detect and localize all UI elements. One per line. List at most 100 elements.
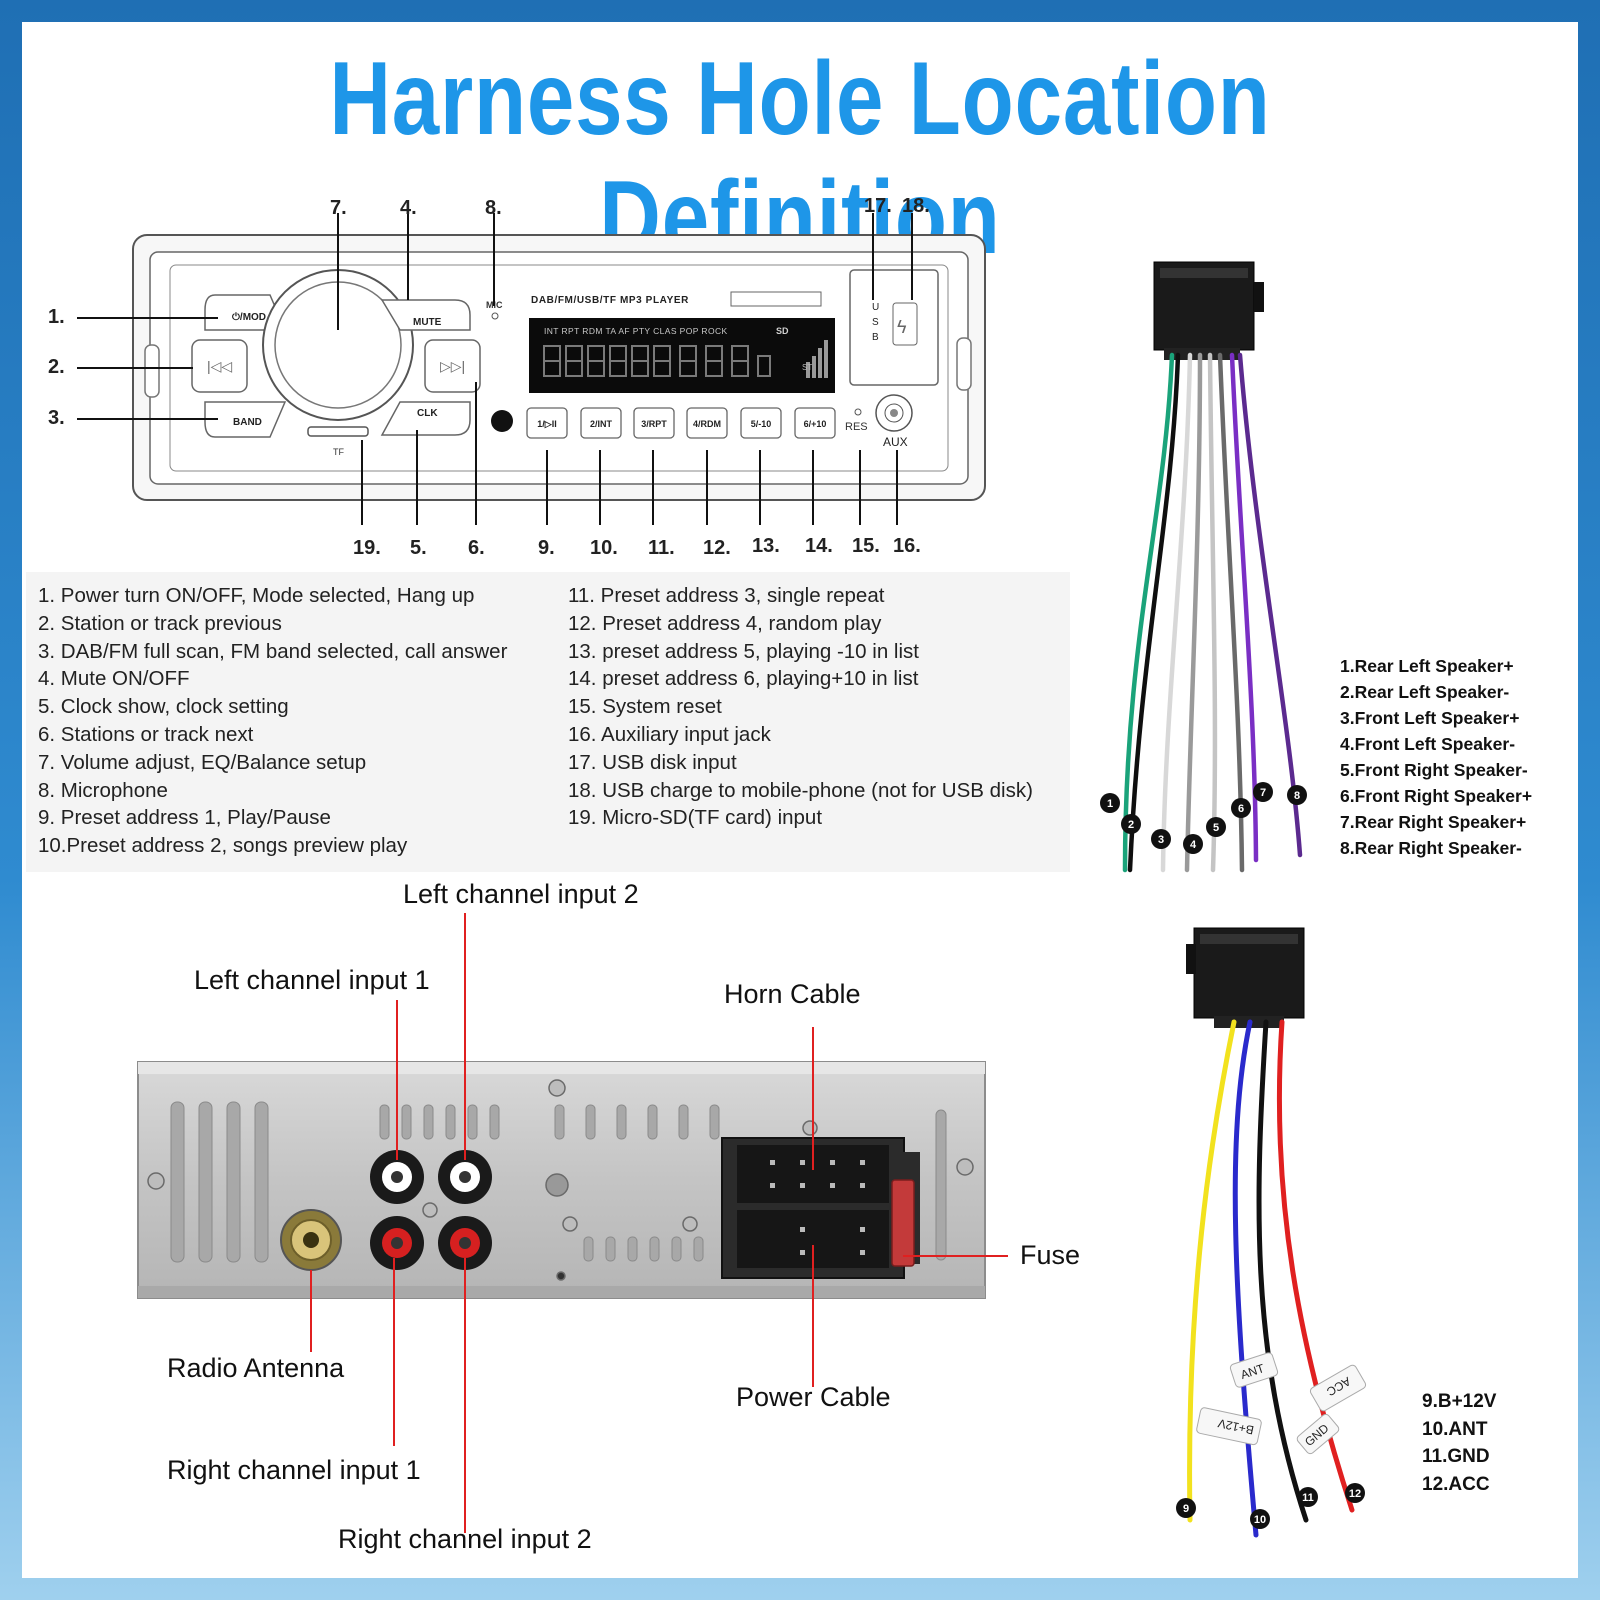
definitions-background [26,572,1070,872]
wire-3 [1160,352,1193,873]
rear-leaders [310,913,1008,1533]
rca-right-1[interactable] [370,1216,424,1270]
lcd-digits [543,345,771,377]
rca-right-2[interactable] [438,1216,492,1270]
pin-marker-4 [1183,834,1203,854]
fuse[interactable] [891,1179,915,1267]
prev-button[interactable] [191,339,248,393]
ir-sensor [491,410,513,432]
mute-button[interactable] [380,299,471,331]
speaker-legend: 1.Rear Left Speaker+ 2.Rear Left Speaker… [1340,653,1532,861]
preset-6-button[interactable] [794,407,836,439]
wire-10 [1232,1019,1259,1538]
preset-1-button[interactable] [526,407,568,439]
pin-marker-1 [1100,793,1120,813]
definition-item: 7. Volume adjust, EQ/Balance setup [38,750,367,774]
label-right-channel-input-2: Right channel input 2 [338,1524,592,1554]
callout-14: 14. [805,535,833,557]
pin-marker-12 [1345,1483,1365,1503]
speaker-connector [1153,261,1264,360]
definition-item: 15. System reset [568,695,722,719]
next-icon: ▷▷| [440,358,465,374]
definitions-list-right: 11. Preset address 3, single repeat 12. … [568,582,1033,832]
preset-4-label: 4/RDM [693,419,721,429]
speaker-legend-item: 8.Rear Right Speaker- [1340,838,1522,858]
pin-marker-11 [1298,1487,1318,1507]
pin-label-12: 12 [1349,1488,1361,1500]
reset-hole[interactable] [854,408,862,416]
pin-label-2: 2 [1128,819,1134,831]
rca-left-1[interactable] [370,1150,424,1204]
wire-2 [1127,352,1181,873]
lcd-st: ST [802,363,812,372]
preset-2-label: 2/INT [590,419,613,429]
callout-4: 4. [400,197,417,219]
lcd-display [529,318,835,393]
preset-1-label: 1/▷II [537,419,556,429]
clk-label: CLK [417,408,438,419]
definition-item: 5. Clock show, clock setting [38,695,289,719]
pin-label-4: 4 [1190,839,1197,851]
tf-slot[interactable] [307,426,369,437]
definitions-list-left: 1. Power turn ON/OFF, Mode selected, Han… [38,582,507,860]
wire-9 [1187,1019,1237,1523]
preset-3-label: 3/RPT [641,419,667,429]
pin-label-1: 1 [1107,798,1113,810]
wire-1 [1122,352,1175,873]
label-left-channel-input-1: Left channel input 1 [194,965,430,995]
callout-15: 15. [852,535,880,557]
rca-left-2[interactable] [438,1150,492,1204]
aux-label: AUX [883,435,908,449]
definition-item: 16. Auxiliary input jack [568,722,771,746]
preset-5-button[interactable] [740,407,782,439]
pin-marker-10 [1250,1509,1270,1529]
page-title: Harness Hole Location Definition [329,41,1271,276]
callout-12: 12. [703,537,731,559]
player-label: DAB/FM/USB/TF MP3 PLAYER [531,295,689,306]
mod-button[interactable] [204,294,287,331]
right-release-tab [956,337,972,391]
next-button[interactable] [424,339,481,393]
tf-label: TF [333,447,344,457]
callout-6: 6. [468,537,485,559]
power-legend: 9.B+12V 10.ANT 11.GND 12.ACC [1422,1388,1496,1498]
speaker-legend-item: 4.Front Left Speaker- [1340,734,1516,754]
speaker-legend-item: 5.Front Right Speaker- [1340,760,1528,780]
mute-label: MUTE [413,317,442,328]
definition-item: 8. Microphone [38,778,168,802]
lcd-sd: SD [776,326,789,336]
usb-label-b: B [872,332,879,343]
definition-item: 4. Mute ON/OFF [38,667,190,691]
callout-leaders [77,213,913,525]
tag-gnd [1296,1413,1340,1455]
preset-4-button[interactable] [686,407,728,439]
speaker-legend-item: 7.Rear Right Speaker+ [1340,812,1527,832]
clk-button[interactable] [380,401,471,436]
band-button[interactable] [204,401,287,438]
power-legend-item: 10.ANT [1422,1418,1488,1440]
speaker-legend-item: 3.Front Left Speaker+ [1340,708,1520,728]
speaker-legend-item: 2.Rear Left Speaker- [1340,682,1510,702]
power-legend-item: 9.B+12V [1422,1391,1497,1412]
pin-label-10: 10 [1254,1514,1266,1526]
preset-2-button[interactable] [580,407,622,439]
band-label: BAND [233,417,262,428]
callout-16: 16. [893,535,921,557]
preset-3-button[interactable] [633,407,675,439]
power-wires [1187,1019,1355,1538]
usb-label-s: S [872,317,879,328]
definition-item: 12. Preset address 4, random play [568,611,882,635]
definition-item: 6. Stations or track next [38,722,254,746]
pin-label-9: 9 [1183,1503,1189,1515]
pin-label-5: 5 [1213,822,1219,834]
charge-port[interactable] [892,302,918,346]
callout-13: 13. [752,535,780,557]
speaker-legend-item: 1.Rear Left Speaker+ [1340,656,1514,676]
power-legend-item: 12.ACC [1422,1473,1490,1495]
tag-b12v [1196,1407,1262,1446]
callout-11: 11. [648,537,675,559]
pin-marker-8 [1287,785,1307,805]
callout-8: 8. [485,197,502,219]
